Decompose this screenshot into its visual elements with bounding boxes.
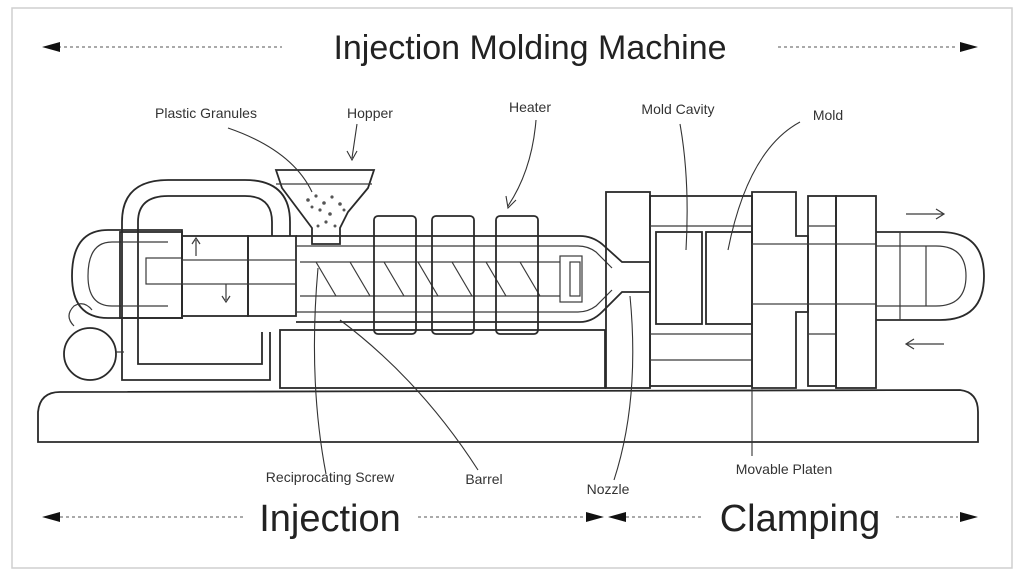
rear-platen: [835, 195, 877, 389]
label-nozzle: Nozzle: [587, 481, 630, 497]
reciprocating-screw: [300, 261, 560, 297]
label-reciprocating-screw: Reciprocating Screw: [266, 469, 395, 485]
label-plastic-granules: Plastic Granules: [155, 105, 257, 121]
clamping-right-arrow-icon: [960, 512, 978, 522]
screw-tip: [559, 255, 583, 303]
plastic-granules: [306, 194, 346, 228]
barrel-support: [279, 329, 606, 389]
frame: [11, 7, 1013, 569]
hydraulic-unit: [63, 179, 291, 381]
label-mold: Mold: [813, 107, 843, 123]
mold-half-fixed: [655, 231, 703, 325]
heater-band-3: [495, 215, 539, 335]
label-mold-cavity: Mold Cavity: [641, 101, 714, 117]
label-barrel: Barrel: [465, 471, 502, 487]
hopper: [274, 169, 376, 245]
title-left-arrow-icon: [42, 42, 60, 52]
section-bar: Injection Clamping: [42, 498, 978, 540]
component-labels: Plastic Granules Hopper Heater Mold Cavi…: [155, 99, 843, 497]
injection-left-arrow-icon: [42, 512, 60, 522]
section-injection: Injection: [259, 498, 401, 540]
flow-arrow-out-icon: [906, 208, 946, 220]
movable-platen: [751, 191, 809, 389]
clamping-left-arrow-icon: [608, 512, 626, 522]
stationary-platen: [605, 191, 651, 389]
clamping-unit: [605, 191, 985, 389]
heater-bands: [373, 215, 539, 335]
diagram-title: Injection Molding Machine: [333, 29, 726, 67]
heater-band-1: [373, 215, 417, 335]
title-right-arrow-icon: [960, 42, 978, 52]
flow-arrow-in-icon: [904, 338, 944, 350]
label-heater: Heater: [509, 99, 551, 115]
title-bar: Injection Molding Machine: [42, 29, 978, 67]
section-clamping: Clamping: [720, 498, 881, 540]
leader-lines: [227, 119, 801, 481]
label-movable-platen: Movable Platen: [736, 461, 833, 477]
label-hopper: Hopper: [347, 105, 393, 121]
injection-cylinder: [181, 235, 297, 317]
injection-right-arrow-icon: [586, 512, 604, 522]
barrel: [296, 235, 651, 323]
pump-motor: [63, 327, 117, 381]
machine-base: [37, 389, 979, 443]
heater-band-2: [431, 215, 475, 335]
